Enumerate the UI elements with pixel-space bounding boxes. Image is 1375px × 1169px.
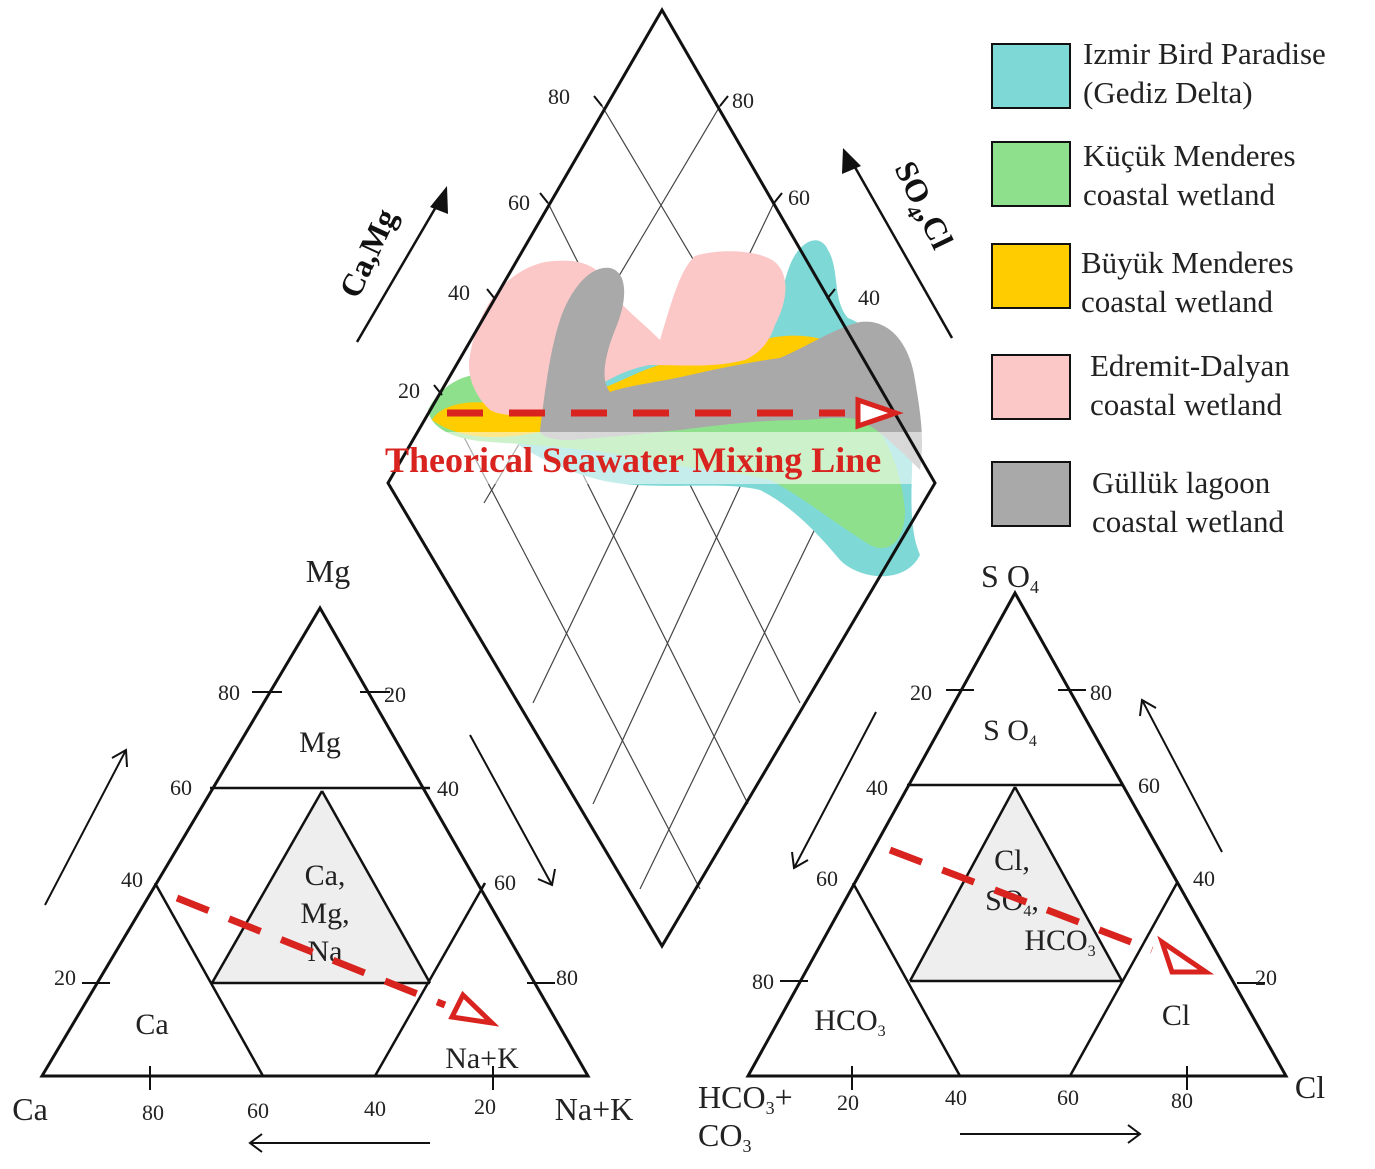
legend-label-line2: coastal wetland <box>1083 177 1275 212</box>
anion-bottom-tick-40: 40 <box>945 1085 967 1110</box>
cation-ticks <box>82 691 555 1090</box>
anion-right-tick-60: 60 <box>1138 773 1160 798</box>
anion-outline <box>745 589 1289 1078</box>
anion-direction-arrows <box>791 698 1223 1144</box>
legend-label-line1: Edremit-Dalyan <box>1090 348 1290 383</box>
legend-label-line2: (Gediz Delta) <box>1083 75 1253 110</box>
cation-left-tick-40: 40 <box>121 867 143 892</box>
cation-field-mixed-2: Mg, <box>300 897 349 930</box>
cation-bottom-tick-60: 60 <box>247 1098 269 1123</box>
cation-outline <box>39 605 591 1078</box>
anion-field-hco3: HCO3 <box>814 1004 885 1040</box>
diamond-left-ticks <box>433 95 603 396</box>
legend-swatch <box>991 43 1071 109</box>
legend-label-line1: Izmir Bird Paradise <box>1083 36 1326 71</box>
cation-left-tick-20: 20 <box>54 965 76 990</box>
diamond-right-ticks <box>719 95 836 300</box>
anion-left-tick-60: 60 <box>816 866 838 891</box>
diamond-mixing-line <box>447 396 904 430</box>
legend-item-kucuk-menderes: Küçük Menderes coastal wetland <box>991 138 1296 212</box>
anion-field-mixed-2: SO4, <box>985 884 1039 920</box>
diamond-left-arrow <box>355 186 448 343</box>
legend-label-line2: coastal wetland <box>1092 504 1284 539</box>
cation-apex-label: Mg <box>306 553 350 589</box>
anion-left-tick-20: 20 <box>910 680 932 705</box>
legend-label-line2: coastal wetland <box>1081 284 1273 319</box>
anion-left-tick-80: 80 <box>752 969 774 994</box>
legend-swatch <box>991 461 1071 527</box>
cation-direction-arrows <box>44 734 556 1153</box>
cation-right-tick-40: 40 <box>437 776 459 801</box>
cation-right-tick-60: 60 <box>494 870 516 895</box>
anion-left-tick-40: 40 <box>866 775 888 800</box>
cation-field-nak: Na+K <box>445 1042 519 1075</box>
anion-right-tick-40: 40 <box>1193 866 1215 891</box>
legend-item-edremit-dalyan: Edremit-Dalyan coastal wetland <box>991 348 1290 422</box>
cation-right-tick-80: 80 <box>556 965 578 990</box>
anion-field-cl: Cl <box>1162 999 1190 1032</box>
diamond-right-axis-title: SO4,Cl <box>882 155 960 257</box>
anion-apex-label: S O4 <box>981 558 1039 597</box>
legend-item-gulluk: Güllük lagoon coastal wetland <box>991 461 1284 539</box>
anion-left-corner-label-line1: HCO3+ <box>698 1079 793 1118</box>
diamond-right-arrow <box>842 148 954 339</box>
cation-central-field <box>212 791 430 983</box>
anion-field-mixed-3: HCO3 <box>1024 924 1095 960</box>
anion-right-tick-20: 20 <box>1255 965 1277 990</box>
diamond-plot: 80 60 40 20 80 60 40 Ca,Mg SO4,Cl Theori… <box>332 7 961 949</box>
cation-right-tick-20: 20 <box>384 682 406 707</box>
cation-right-corner-label: Na+K <box>555 1091 633 1127</box>
cation-triangle: 80 60 40 20 20 40 60 80 80 60 40 20 Mg C… <box>12 553 633 1153</box>
mixing-title-band <box>390 432 935 484</box>
anion-ticks <box>780 689 1265 1090</box>
anion-right-corner-label: Cl <box>1295 1069 1325 1105</box>
cation-subdivisions <box>153 786 487 1077</box>
diamond-left-tick-20: 20 <box>398 378 420 403</box>
anion-left-corner-label-line2: CO3 <box>698 1117 751 1156</box>
anion-central-field <box>910 787 1122 981</box>
cation-left-tick-60: 60 <box>170 775 192 800</box>
cation-bottom-tick-40: 40 <box>364 1096 386 1121</box>
legend-swatch <box>991 243 1071 309</box>
anion-triangle: 20 40 60 80 80 60 40 20 20 40 60 80 S O4… <box>698 558 1325 1156</box>
anion-right-tick-80: 80 <box>1090 680 1112 705</box>
diamond-right-tick-40: 40 <box>858 285 880 310</box>
anion-field-so4: S O4 <box>983 714 1037 750</box>
legend-label-line1: Büyük Menderes <box>1081 245 1294 280</box>
diamond-left-tick-60: 60 <box>508 190 530 215</box>
legend-item-buyuk-menderes: Büyük Menderes coastal wetland <box>991 243 1294 319</box>
cation-mixing-line <box>175 894 500 1027</box>
legend-label-line1: Küçük Menderes <box>1083 138 1296 173</box>
anion-bottom-tick-60: 60 <box>1057 1085 1079 1110</box>
anion-mixing-line <box>888 846 1215 975</box>
diamond-right-tick-60: 60 <box>788 185 810 210</box>
cation-field-mixed-1: Ca, <box>305 859 346 892</box>
diamond-left-axis-title: Ca,Mg <box>332 203 404 303</box>
anion-field-mixed-1: Cl, <box>994 844 1030 877</box>
cation-field-ca: Ca <box>135 1008 168 1041</box>
diamond-outline <box>386 7 937 949</box>
anion-bottom-tick-80: 80 <box>1171 1088 1193 1113</box>
cation-bottom-tick-20: 20 <box>474 1094 496 1119</box>
legend-swatch <box>991 141 1071 207</box>
zone-gulluk <box>540 267 923 470</box>
legend-label-line2: coastal wetland <box>1090 387 1282 422</box>
legend-label-line1: Güllük lagoon <box>1092 465 1271 500</box>
cation-bottom-tick-80: 80 <box>142 1100 164 1125</box>
legend: Izmir Bird Paradise (Gediz Delta) Küçük … <box>991 36 1326 539</box>
anion-subdivisions <box>851 783 1179 1077</box>
cation-field-mg: Mg <box>299 726 341 759</box>
diamond-left-tick-80: 80 <box>548 84 570 109</box>
legend-item-izmir: Izmir Bird Paradise (Gediz Delta) <box>991 36 1326 110</box>
cation-left-tick-80: 80 <box>218 680 240 705</box>
diamond-left-tick-40: 40 <box>448 280 470 305</box>
anion-bottom-tick-20: 20 <box>837 1090 859 1115</box>
cation-left-corner-label: Ca <box>12 1091 48 1127</box>
legend-swatch <box>991 354 1071 420</box>
water-type-zones <box>428 240 923 577</box>
diamond-right-tick-80: 80 <box>732 88 754 113</box>
mixing-line-title: Theorical Seawater Mixing Line <box>385 440 881 480</box>
